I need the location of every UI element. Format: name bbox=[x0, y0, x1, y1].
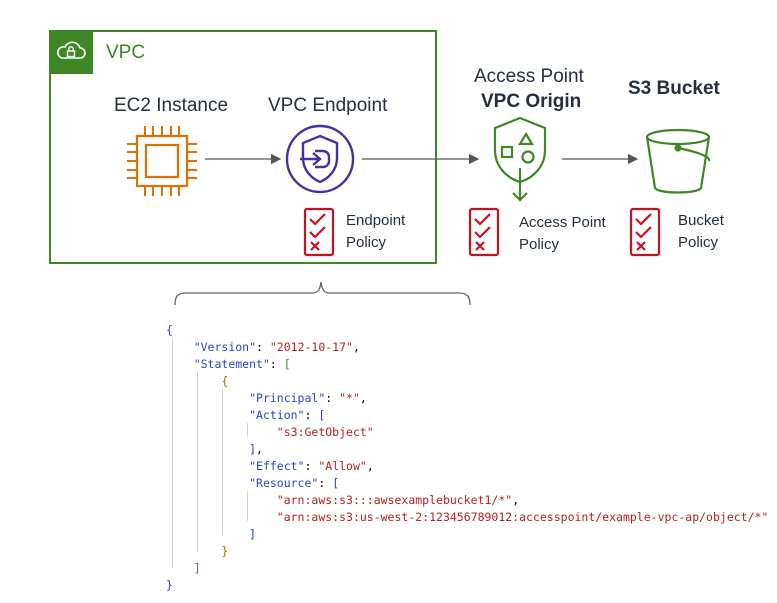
endpoint-policy-label: Endpoint Policy bbox=[346, 210, 405, 254]
policy-checklist-icon bbox=[303, 207, 335, 257]
code-token: "2012-10-17" bbox=[269, 340, 353, 354]
policy-brace bbox=[174, 281, 471, 306]
code-line: "Action": [ bbox=[249, 408, 326, 422]
code-token: { bbox=[166, 323, 173, 337]
code-token: } bbox=[166, 578, 173, 592]
indent-guide bbox=[222, 389, 223, 535]
policy-checklist-icon bbox=[468, 207, 500, 257]
code-line: "Version": "2012-10-17", bbox=[193, 340, 360, 354]
code-line: ], bbox=[249, 442, 263, 456]
code-line: ] bbox=[193, 561, 201, 575]
vpc-badge bbox=[49, 30, 93, 74]
ec2-chip-icon bbox=[127, 126, 197, 196]
code-token: "Action" bbox=[249, 408, 305, 422]
code-line: ] bbox=[249, 527, 257, 541]
code-line: { bbox=[166, 322, 768, 339]
code-token: "arn:aws:s3:us-west-2:123456789012:acces… bbox=[276, 510, 769, 524]
json-policy-code: { "Version": "2012-10-17", "Statement": … bbox=[166, 322, 768, 594]
vpc-endpoint-shield-icon bbox=[285, 124, 355, 194]
code-line: "Statement": [ bbox=[193, 357, 291, 371]
cloud-lock-icon bbox=[57, 41, 86, 59]
code-line: } bbox=[166, 577, 768, 594]
ec2-title: EC2 Instance bbox=[114, 95, 229, 116]
code-token: "Principal" bbox=[249, 391, 326, 405]
code-line: { bbox=[166, 373, 768, 390]
vpc-label: VPC bbox=[106, 42, 146, 63]
bucket-policy-line2: Policy bbox=[678, 234, 719, 251]
indent-guide bbox=[247, 423, 248, 437]
s3-bucket-icon bbox=[645, 128, 711, 194]
code-token: "Resource" bbox=[249, 476, 319, 490]
access-point-policy-line1: Access Point bbox=[519, 214, 606, 231]
code-token: "Allow" bbox=[318, 459, 367, 473]
code-token: "*" bbox=[339, 391, 360, 405]
bucket-policy-line1: Bucket bbox=[678, 212, 724, 229]
access-point-policy-line2: Policy bbox=[519, 236, 560, 253]
code-token: "Effect" bbox=[249, 459, 305, 473]
access-point-shield-icon bbox=[493, 116, 547, 202]
vpc-endpoint-title: VPC Endpoint bbox=[268, 95, 388, 116]
policy-checklist-icon bbox=[629, 207, 661, 257]
code-token: "arn:aws:s3:::awsexamplebucket1/*" bbox=[276, 493, 513, 507]
code-token: "s3:GetObject" bbox=[276, 425, 374, 439]
code-token: "Statement" bbox=[193, 357, 270, 371]
endpoint-policy-line1: Endpoint bbox=[346, 212, 406, 229]
code-line: } bbox=[166, 543, 768, 560]
code-token: "Version" bbox=[193, 340, 257, 354]
access-point-title: Access Point bbox=[474, 66, 584, 87]
code-line: "Principal": "*", bbox=[249, 391, 367, 405]
s3-title: S3 Bucket bbox=[628, 78, 720, 99]
indent-guide bbox=[197, 372, 198, 552]
code-line: "Effect": "Allow", bbox=[249, 459, 374, 473]
code-token: } bbox=[221, 544, 229, 558]
indent-guide bbox=[247, 491, 248, 521]
code-token: { bbox=[221, 374, 229, 388]
code-line: "arn:aws:s3:::awsexamplebucket1/*", bbox=[276, 493, 520, 507]
bucket-policy-label: Bucket Policy bbox=[678, 210, 724, 254]
access-point-policy-label: Access Point Policy bbox=[519, 212, 606, 256]
endpoint-policy-line2: Policy bbox=[346, 234, 387, 251]
vpc-boundary bbox=[49, 30, 437, 264]
code-line: "Resource": [ bbox=[249, 476, 340, 490]
code-line: "arn:aws:s3:us-west-2:123456789012:acces… bbox=[166, 509, 769, 526]
code-line: "s3:GetObject" bbox=[166, 424, 768, 441]
access-point-subtitle: VPC Origin bbox=[481, 91, 582, 112]
indent-guide bbox=[172, 338, 173, 568]
